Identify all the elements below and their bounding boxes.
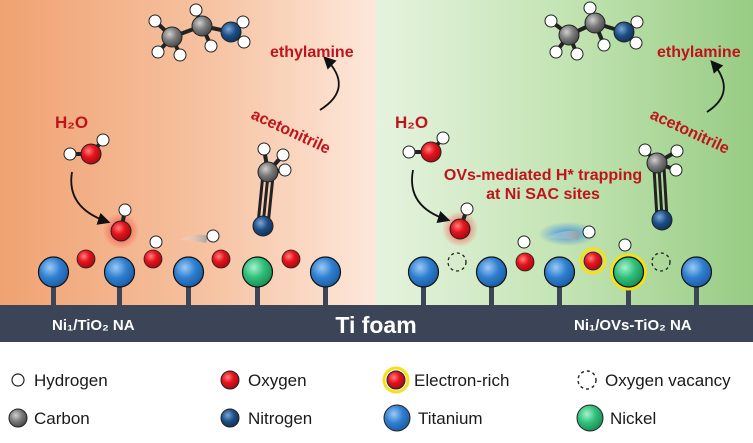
- legend-label: Nickel: [610, 409, 656, 428]
- adsorption-arrow-right: [411, 169, 451, 224]
- oxygen-atom-icon: [220, 370, 240, 390]
- conversion-arrow-left: [319, 56, 340, 111]
- ethylamine-label-right: ethylamine: [657, 44, 741, 61]
- legend-item-titanium: Titanium: [383, 404, 483, 432]
- legend-label: Titanium: [418, 409, 483, 428]
- oxygen-atom: [143, 249, 163, 269]
- oxygen-atom: [76, 249, 96, 269]
- titanium-pillar: [309, 256, 342, 307]
- legend-background: [0, 340, 753, 443]
- titanium-atom-icon: [383, 404, 411, 432]
- hydrogen-migration-left: [178, 229, 220, 243]
- titanium-pillar: [407, 256, 440, 307]
- trapping-label-line1: OVs-mediated H* trapping: [444, 167, 642, 184]
- legend-item-electron-rich: Electron-rich: [382, 366, 509, 394]
- nitrogen-atom-icon: [220, 408, 240, 428]
- left-catalyst-label: Ni₁/TiO₂ NA: [52, 317, 135, 334]
- oxygen-vacancy-icon: [577, 370, 597, 390]
- nickel-pillar: [241, 256, 274, 307]
- hydrogen-atom: [149, 235, 163, 249]
- ethylamine-label-left: ethylamine: [270, 44, 354, 61]
- adsorbed-hydroxyl-left: [103, 203, 139, 249]
- oxygen-atom: [211, 249, 231, 269]
- water-molecule-left: [63, 133, 110, 165]
- hydrogen-atom-icon: [11, 373, 25, 387]
- ethylamine-molecule-left: [148, 3, 251, 62]
- right-nanoarray: [407, 247, 713, 307]
- electron-rich-atom-icon: [386, 370, 406, 390]
- titanium-pillar: [543, 256, 576, 307]
- titanium-pillar: [680, 256, 713, 307]
- legend-label: Nitrogen: [248, 409, 312, 428]
- conversion-arrow-right: [706, 60, 725, 113]
- trapped-hydrogen-streak: [538, 222, 598, 246]
- titanium-pillar: [172, 256, 205, 307]
- legend-label: Oxygen vacancy: [605, 371, 731, 390]
- trapping-label-line2: at Ni SAC sites: [486, 186, 600, 203]
- water-label-right: H₂O: [395, 113, 428, 132]
- ti-foam-substrate: [0, 305, 753, 342]
- right-catalyst-label: Ni₁/OVs-TiO₂ NA: [574, 317, 692, 334]
- water-label-left: H₂O: [55, 113, 88, 132]
- acetonitrile-molecule-left: [252, 142, 292, 237]
- adsorption-arrow-left: [70, 171, 111, 225]
- oxygen-vacancy: [447, 252, 467, 272]
- substrate-label: Ti foam: [335, 312, 416, 338]
- electron-rich-oxygen-atom: [583, 251, 603, 271]
- ethylamine-molecule-right: [544, 1, 644, 61]
- left-nanoarray: [37, 249, 342, 307]
- legend-item-carbon: Carbon: [8, 408, 90, 428]
- legend-label: Carbon: [34, 409, 90, 428]
- hydrogen-atom: [517, 235, 531, 249]
- titanium-pillar: [103, 256, 136, 307]
- legend-label: Electron-rich: [414, 371, 509, 390]
- titanium-pillar: [37, 256, 70, 307]
- water-molecule-right: [402, 131, 450, 163]
- oxygen-atom: [281, 249, 301, 269]
- legend-item-oxygen-vacancy: Oxygen vacancy: [577, 370, 731, 390]
- legend-item-nickel: Nickel: [576, 404, 656, 432]
- legend-item-hydrogen: Hydrogen: [11, 371, 108, 390]
- legend-label: Oxygen: [248, 371, 307, 390]
- titanium-pillar: [475, 256, 508, 307]
- legend-item-oxygen: Oxygen: [220, 370, 307, 390]
- adsorbed-hydroxyl-right: [442, 202, 478, 247]
- electron-rich-oxygen-ring: [579, 247, 607, 275]
- oxygen-vacancy: [651, 252, 671, 272]
- hydrogen-atom: [618, 238, 632, 252]
- legend: Hydrogen Oxygen Electron-rich Oxygen vac…: [8, 366, 731, 432]
- acetonitrile-molecule-right: [638, 143, 684, 231]
- oxygen-atom: [515, 252, 535, 272]
- legend-item-nitrogen: Nitrogen: [220, 408, 312, 428]
- carbon-atom-icon: [8, 408, 28, 428]
- nickel-pillar: [610, 253, 647, 307]
- legend-label: Hydrogen: [34, 371, 108, 390]
- nickel-atom-icon: [576, 404, 604, 432]
